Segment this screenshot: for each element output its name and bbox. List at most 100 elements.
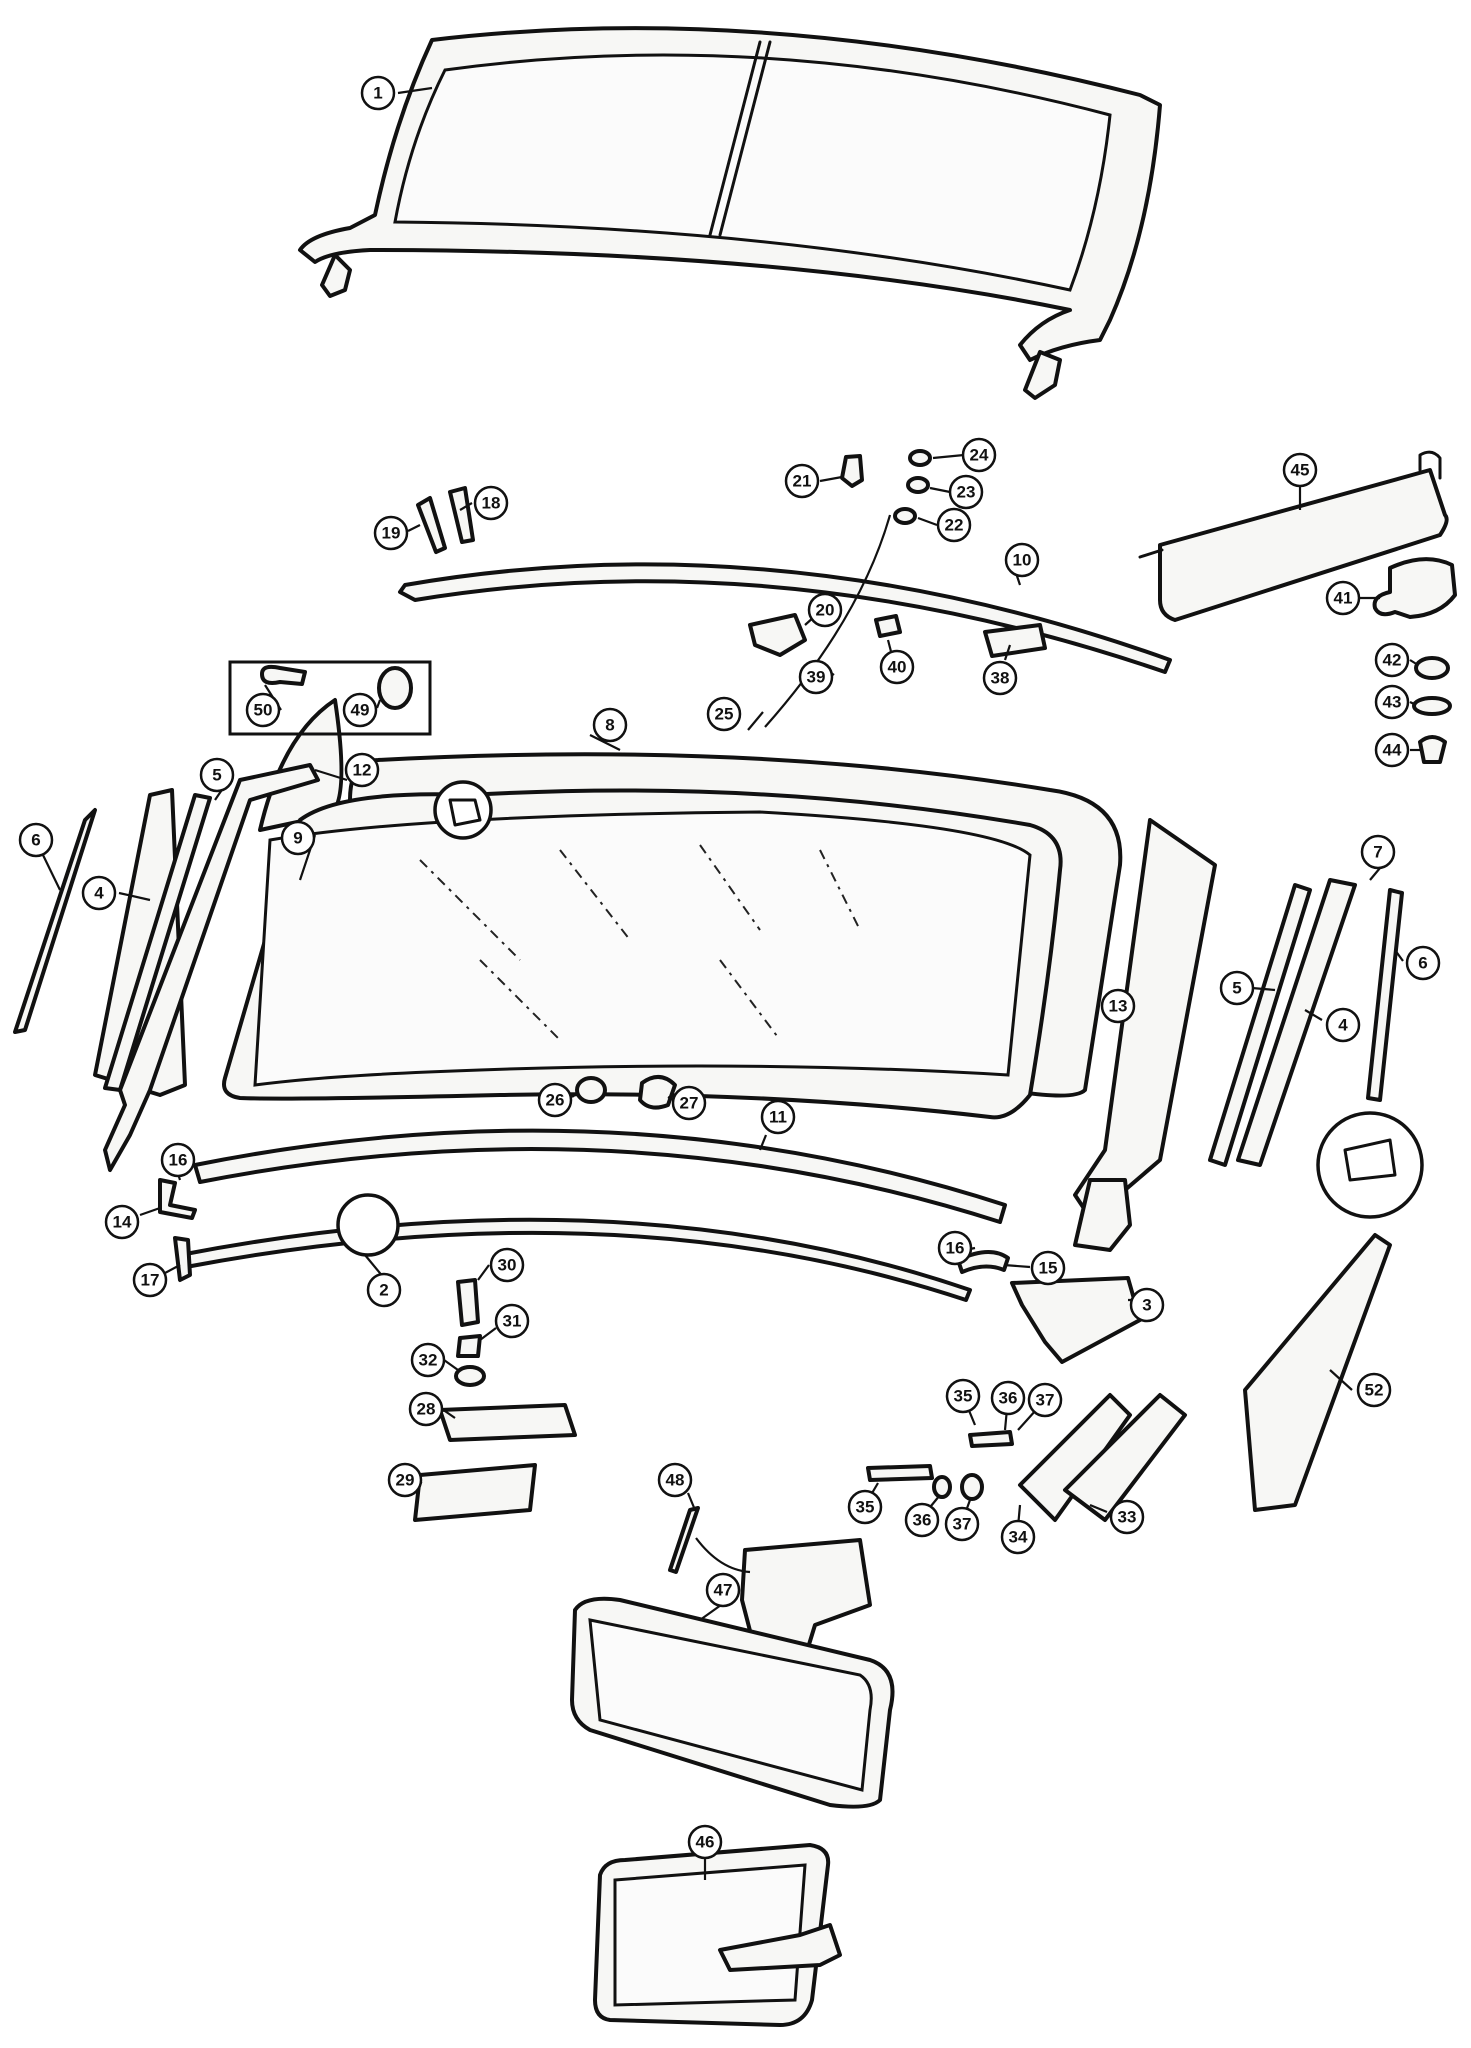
right-mounting-brackets xyxy=(866,1393,1187,1522)
callout-4-right: 4 xyxy=(1325,1007,1361,1043)
callout-31: 31 xyxy=(494,1303,530,1339)
callout-6-right: 6 xyxy=(1405,945,1441,981)
svg-text:46: 46 xyxy=(696,1833,715,1852)
svg-text:11: 11 xyxy=(769,1108,787,1127)
svg-text:16: 16 xyxy=(946,1239,965,1258)
callout-38: 38 xyxy=(982,660,1018,696)
svg-text:14: 14 xyxy=(113,1213,132,1232)
svg-text:17: 17 xyxy=(141,1271,160,1290)
svg-text:9: 9 xyxy=(293,829,302,848)
svg-text:38: 38 xyxy=(991,669,1010,688)
svg-text:6: 6 xyxy=(1418,954,1427,973)
svg-text:2: 2 xyxy=(379,1281,388,1300)
svg-text:45: 45 xyxy=(1291,461,1310,480)
callout-48: 48 xyxy=(657,1462,693,1498)
callout-45: 45 xyxy=(1282,452,1318,488)
svg-text:37: 37 xyxy=(953,1515,972,1534)
svg-text:32: 32 xyxy=(419,1351,438,1370)
svg-text:34: 34 xyxy=(1009,1528,1028,1547)
svg-text:10: 10 xyxy=(1013,551,1032,570)
svg-text:42: 42 xyxy=(1383,651,1402,670)
callout-25: 25 xyxy=(706,696,742,732)
svg-text:52: 52 xyxy=(1365,1381,1384,1400)
callout-15: 15 xyxy=(1030,1250,1066,1286)
callout-5-left: 5 xyxy=(199,757,235,793)
svg-text:43: 43 xyxy=(1383,693,1402,712)
svg-text:27: 27 xyxy=(680,1094,699,1113)
callout-26: 26 xyxy=(537,1082,573,1118)
svg-text:37: 37 xyxy=(1036,1391,1055,1410)
svg-text:41: 41 xyxy=(1334,589,1353,608)
svg-text:18: 18 xyxy=(482,494,501,513)
callout-5-right: 5 xyxy=(1219,970,1255,1006)
callout-47: 47 xyxy=(705,1572,741,1608)
svg-text:48: 48 xyxy=(666,1471,685,1490)
callouts: 1 2 3 4 4 5 5 6 6 7 8 9 10 11 12 13 14 1… xyxy=(18,75,1441,1860)
callout-32: 32 xyxy=(410,1342,446,1378)
callout-19: 19 xyxy=(373,515,409,551)
svg-text:36: 36 xyxy=(913,1511,932,1530)
callout-39: 39 xyxy=(798,659,834,695)
callout-22: 22 xyxy=(936,507,972,543)
callout-16-left: 16 xyxy=(160,1142,196,1178)
svg-text:23: 23 xyxy=(957,483,976,502)
callout-12: 12 xyxy=(344,752,380,788)
callout-8: 8 xyxy=(592,707,628,743)
svg-text:50: 50 xyxy=(254,701,273,720)
svg-text:40: 40 xyxy=(888,658,907,677)
callout-18: 18 xyxy=(473,485,509,521)
center-bracket-stack xyxy=(413,1278,577,1522)
callout-52: 52 xyxy=(1356,1372,1392,1408)
callout-1: 1 xyxy=(360,75,396,111)
callout-13: 13 xyxy=(1100,988,1136,1024)
callout-28: 28 xyxy=(408,1391,444,1427)
callout-10: 10 xyxy=(1004,542,1040,578)
svg-text:26: 26 xyxy=(546,1091,565,1110)
inset-box-49-50 xyxy=(228,660,432,736)
callout-40: 40 xyxy=(879,649,915,685)
svg-text:6: 6 xyxy=(31,831,40,850)
callout-35-lower: 35 xyxy=(847,1489,883,1525)
top-fixings xyxy=(416,449,1047,658)
svg-text:36: 36 xyxy=(999,1389,1018,1408)
callout-37-upper: 37 xyxy=(1027,1382,1063,1418)
svg-text:4: 4 xyxy=(94,884,104,903)
callout-11: 11 xyxy=(760,1099,796,1135)
svg-text:5: 5 xyxy=(1232,979,1241,998)
left-bracket-fixings xyxy=(158,1178,197,1282)
callout-41: 41 xyxy=(1325,580,1361,616)
svg-text:4: 4 xyxy=(1338,1016,1348,1035)
right-pillar-parts xyxy=(1073,818,1424,1252)
svg-text:25: 25 xyxy=(715,705,734,724)
svg-text:7: 7 xyxy=(1373,843,1382,862)
callout-6-left: 6 xyxy=(18,822,54,858)
callout-2: 2 xyxy=(366,1272,402,1308)
svg-text:16: 16 xyxy=(169,1151,188,1170)
svg-text:24: 24 xyxy=(970,446,989,465)
callout-46: 46 xyxy=(687,1824,723,1860)
callout-27: 27 xyxy=(671,1085,707,1121)
svg-text:15: 15 xyxy=(1039,1259,1058,1278)
callout-36-upper: 36 xyxy=(990,1380,1026,1416)
callout-24: 24 xyxy=(961,437,997,473)
callout-37-lower: 37 xyxy=(944,1506,980,1542)
callout-43: 43 xyxy=(1374,684,1410,720)
left-pillar-parts xyxy=(13,763,320,1172)
top-rail xyxy=(398,562,1172,674)
svg-text:1: 1 xyxy=(373,84,382,103)
svg-text:13: 13 xyxy=(1109,997,1128,1016)
callout-35-upper: 35 xyxy=(945,1378,981,1414)
callout-3: 3 xyxy=(1129,1287,1165,1323)
exterior-mirror xyxy=(593,1843,842,2027)
svg-text:35: 35 xyxy=(954,1387,973,1406)
svg-text:28: 28 xyxy=(417,1400,436,1419)
callout-17: 17 xyxy=(132,1262,168,1298)
svg-text:5: 5 xyxy=(212,766,221,785)
callout-29: 29 xyxy=(387,1462,423,1498)
callout-16-right: 16 xyxy=(937,1230,973,1266)
svg-text:12: 12 xyxy=(353,761,372,780)
interior-mirror xyxy=(570,1506,895,1809)
lower-rail xyxy=(193,1128,1007,1224)
svg-text:44: 44 xyxy=(1383,741,1402,760)
callout-9: 9 xyxy=(280,820,316,856)
